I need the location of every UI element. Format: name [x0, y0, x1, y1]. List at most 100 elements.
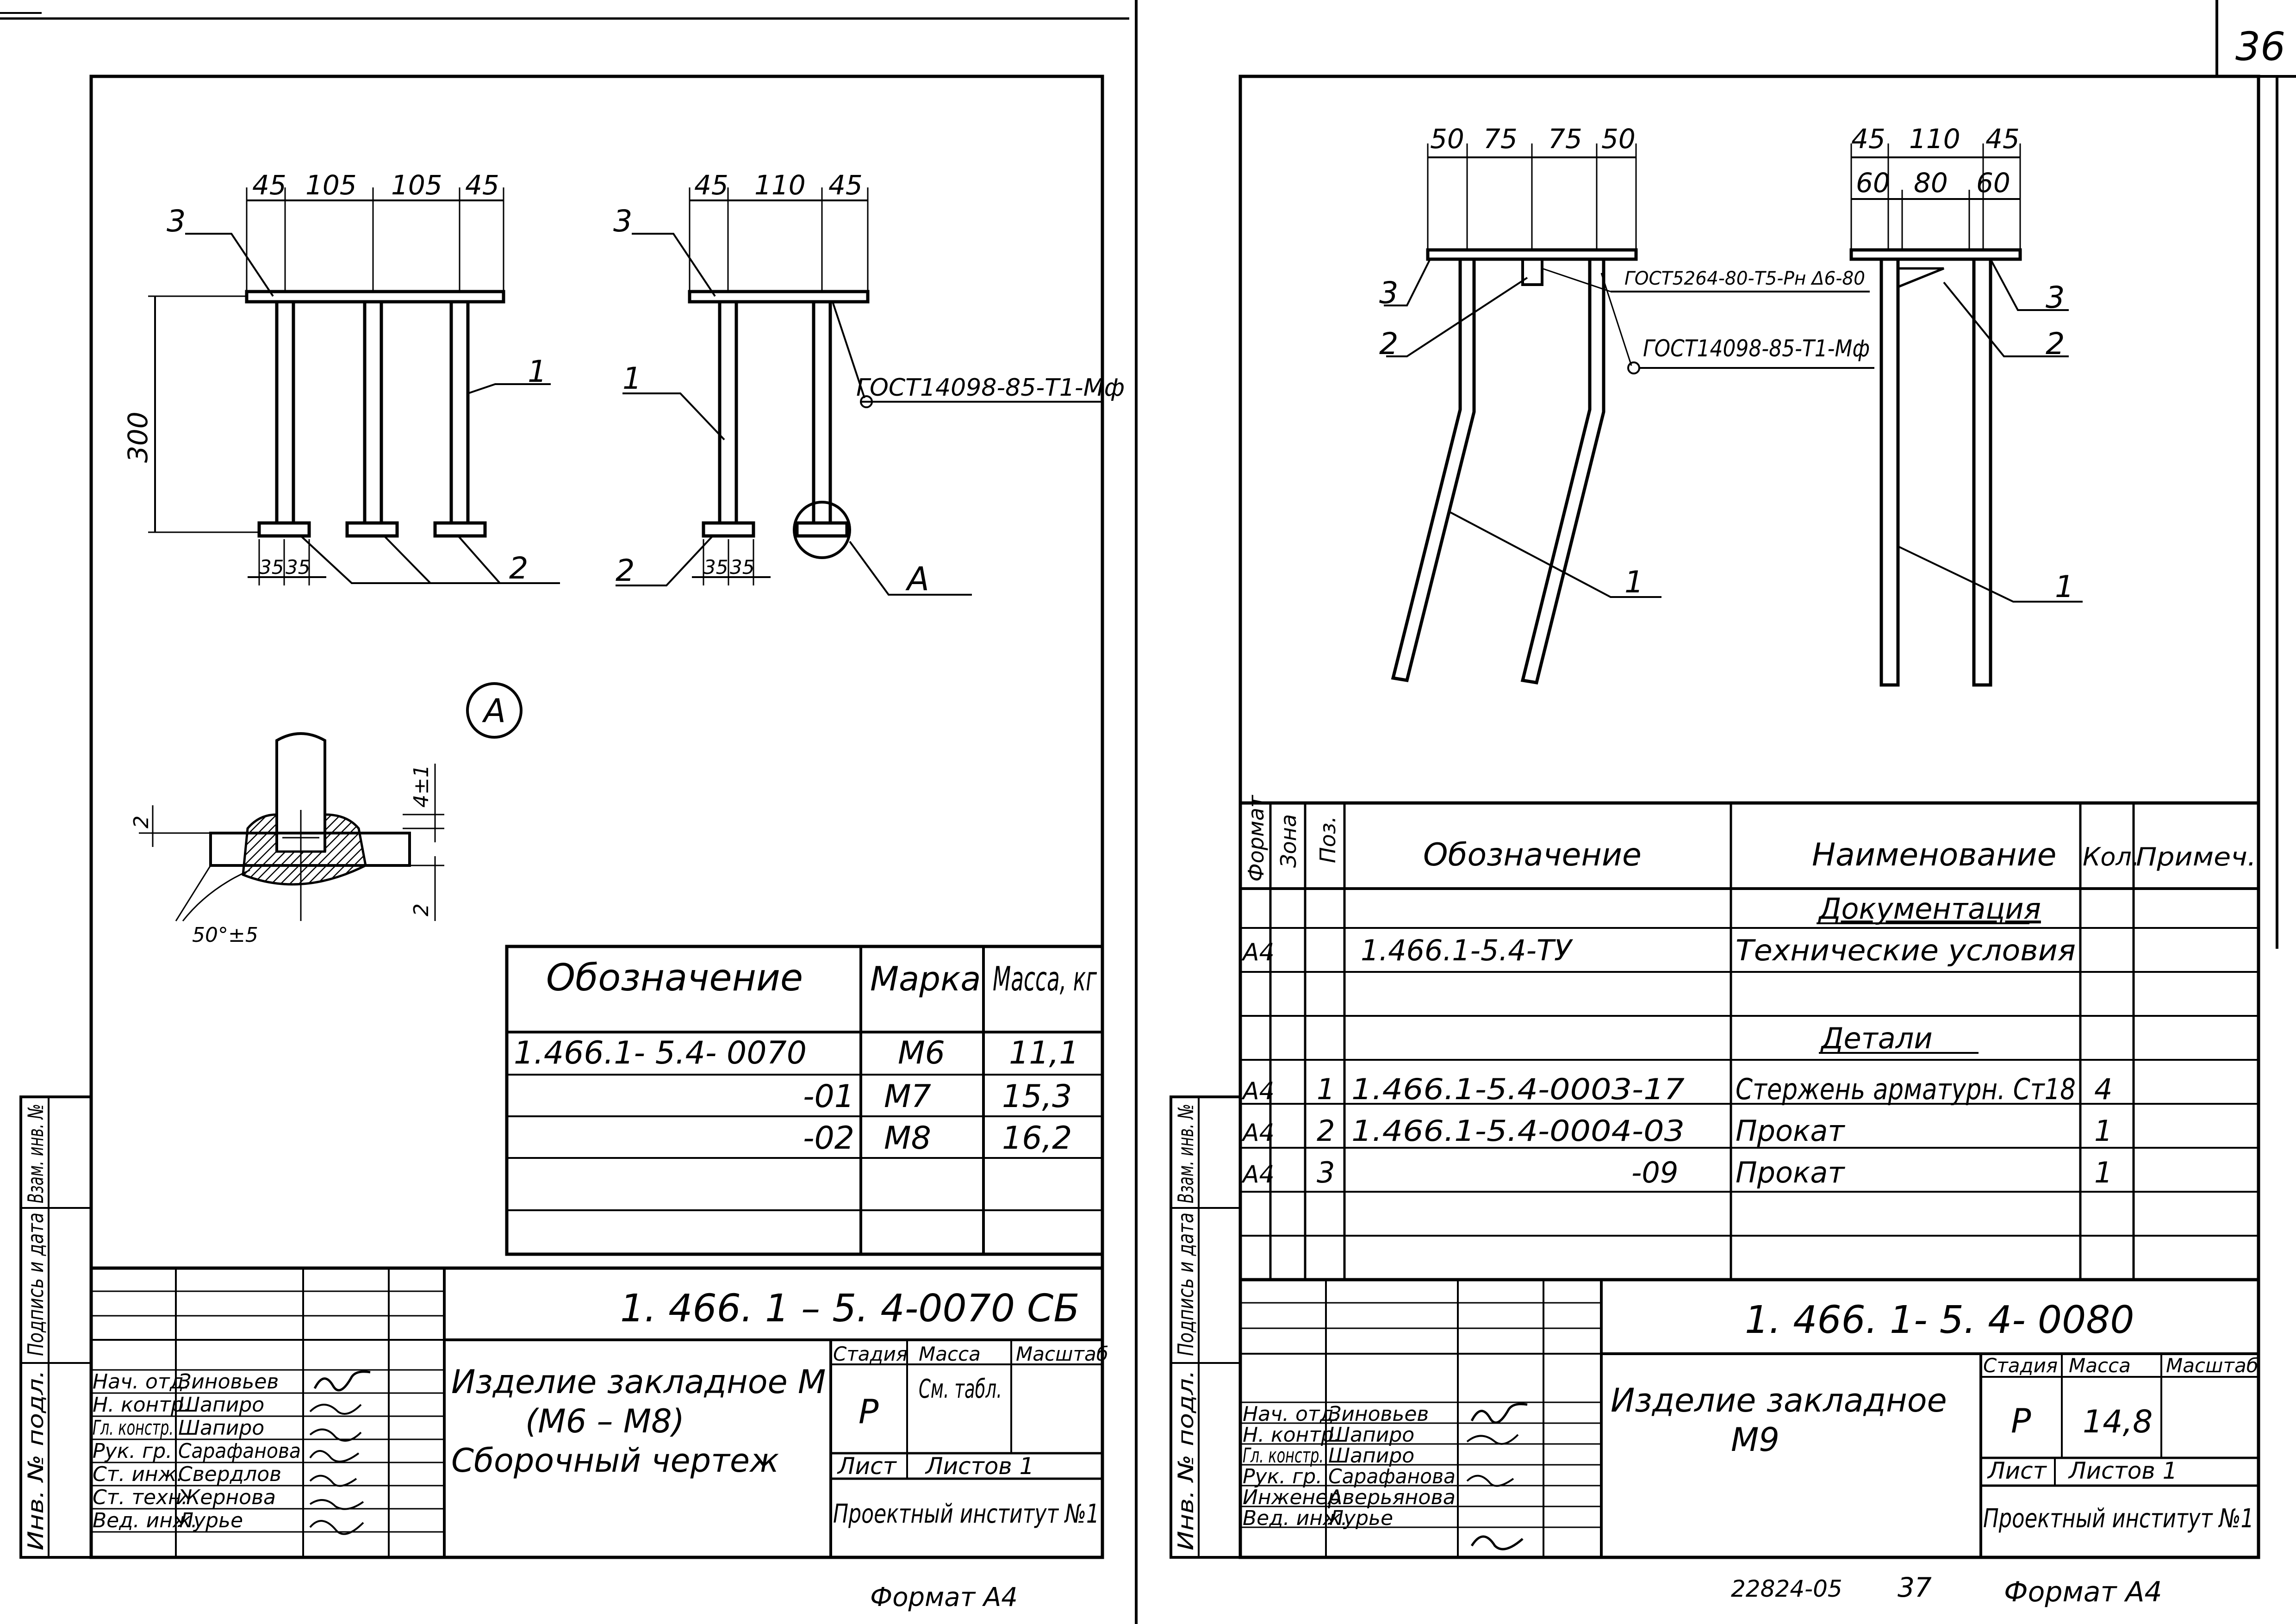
pos-label-2-side: 2 — [616, 554, 635, 588]
dim-side-2: 110 — [754, 169, 806, 201]
spec-cell: А4 — [1241, 1119, 1275, 1147]
staff-name: Лурье — [177, 1509, 243, 1532]
dim-plate-front-1: 35 — [259, 556, 284, 579]
dim-r-front-1: 50 — [1430, 123, 1464, 155]
footer-doc-no: 22824-05 — [1731, 1575, 1842, 1602]
left-format: Формат А4 — [870, 1582, 1018, 1612]
right-side-margin: Инв. № подл. Подпись и дата Взам. инв. № — [1170, 1095, 1242, 1559]
right-stage-label: Стадия — [1983, 1354, 2058, 1377]
detail-dim-top: 4±1 — [410, 765, 433, 808]
marks-cell: 16,2 — [1002, 1120, 1072, 1157]
pos-label-2-front: 2 — [509, 551, 528, 586]
staff-name: Шапиро — [178, 1416, 264, 1440]
dim-side-1: 45 — [694, 169, 728, 201]
right-scale-label: Масштаб — [2166, 1354, 2259, 1377]
marks-table: Обозначение Марка Масса, кг 1.466.1- 5.4… — [505, 945, 1104, 1256]
detail-a: А 4±1 2 2 50°±5 — [130, 682, 523, 947]
pos-r-3: 3 — [1379, 276, 1398, 311]
dim-r-side-top-3: 45 — [1985, 123, 2020, 155]
spec-h-name: Наименование — [1812, 837, 2056, 873]
bent-rod — [1391, 259, 1476, 682]
weld2-label: ГОСТ14098-85-Т1-Мф — [1643, 335, 1870, 362]
weld-label-left: ГОСТ14098-85-Т1-Мф — [856, 374, 1125, 402]
right-mass: 14,8 — [2083, 1404, 2153, 1440]
margin-sign-date: Подпись и дата — [1173, 1213, 1198, 1356]
dim-front-3: 105 — [391, 169, 442, 201]
right-inner-frame — [1238, 75, 2260, 1559]
pos-label-3-front: 3 — [167, 204, 186, 239]
right-sheet-label: Лист — [1987, 1457, 2047, 1484]
spec-cell: А4 — [1241, 1161, 1275, 1188]
left-mass: См. табл. — [919, 1374, 1002, 1404]
detail-plate — [209, 832, 411, 867]
left-institute: Проектный институт №1 — [833, 1499, 1099, 1529]
dim-side-3: 45 — [828, 169, 863, 201]
staff-role: Гл. констр. — [1243, 1444, 1324, 1468]
marks-cell: -01 — [803, 1078, 854, 1115]
spec-cell: 4 — [2094, 1072, 2112, 1106]
spec-cell: 1.466.1-5.4-0003-17 — [1351, 1072, 1685, 1106]
right-institute: Проектный институт №1 — [1983, 1504, 2254, 1534]
pos-r-side-3: 3 — [2046, 280, 2065, 315]
spec-cell: 2 — [1317, 1114, 1335, 1148]
staff-role: Рук. гр. — [1243, 1465, 1322, 1488]
front-rod — [363, 300, 383, 525]
left-stage-label: Стадия — [833, 1343, 908, 1365]
spec-cell: Прокат — [1736, 1156, 1845, 1189]
front-foot-plate — [433, 521, 487, 538]
spec-cell: 1.466.1-5.4-0004-03 — [1351, 1114, 1685, 1148]
right-side-view: 45 110 45 60 80 60 3 2 1 — [1849, 123, 2083, 687]
dim-r-front-2: 75 — [1483, 123, 1518, 155]
front-foot-plate — [345, 521, 399, 538]
footer-page: 37 — [1898, 1572, 1932, 1603]
right-title-line-1: Изделие закладное — [1611, 1381, 1947, 1419]
weld1-label: ГОСТ5264-80-Т5-Рн Δ6-80 — [1624, 268, 1865, 289]
spec-cell: А4 — [1241, 939, 1275, 966]
staff-name: Шапиро — [1328, 1423, 1414, 1447]
marks-header-mark: Марка — [870, 959, 981, 998]
detail-a-callout — [793, 501, 851, 559]
dim-front-4: 45 — [465, 169, 499, 201]
left-sheets-label: Листов 1 — [925, 1453, 1034, 1480]
side-rod — [1879, 257, 1900, 687]
dim-plate-front-2: 35 — [286, 556, 310, 579]
right-format: Формат А4 — [2004, 1576, 2162, 1608]
left-sheet: 45 105 105 45 300 35 35 3 1 2 — [19, 75, 1125, 1612]
dim-front-2: 105 — [305, 169, 357, 201]
dim-height: 300 — [122, 411, 154, 463]
center-plate — [1521, 258, 1543, 286]
staff-name: Свердлов — [178, 1462, 281, 1486]
pos-r-side-2: 2 — [2046, 327, 2065, 361]
marks-cell: М8 — [884, 1120, 931, 1157]
dim-front-1: 45 — [252, 169, 286, 201]
spec-cell: 1 — [2094, 1156, 2112, 1189]
left-doc-code: 1. 466. 1 – 5. 4-0070 СБ — [620, 1287, 1080, 1331]
marks-cell: -02 — [803, 1120, 854, 1157]
margin-repl-inv: Взам. инв. № — [1173, 1104, 1198, 1203]
staff-name: Зиновьев — [1328, 1402, 1429, 1426]
staff-role: Вед. инж. — [93, 1509, 198, 1532]
dim-r-front-4: 50 — [1601, 123, 1636, 155]
detail-a-letter: А — [482, 692, 506, 730]
dim-plate-side-2: 35 — [730, 556, 754, 579]
marks-cell: М6 — [898, 1035, 945, 1071]
staff-role: Н. контр. — [1243, 1423, 1340, 1447]
left-sheet-label: Лист — [837, 1453, 897, 1480]
right-mass-label: Масса — [2069, 1354, 2131, 1377]
spec-h-qty: Кол. — [2083, 842, 2140, 871]
dim-r-front-3: 75 — [1548, 123, 1582, 155]
dim-r-side-bot-1: 60 — [1856, 167, 1890, 199]
dim-r-side-bot-3: 60 — [1976, 167, 2010, 199]
marks-header-designation: Обозначение — [546, 956, 803, 999]
spec-cell: А4 — [1241, 1077, 1275, 1105]
marks-cell: 1.466.1- 5.4- 0070 — [514, 1035, 807, 1071]
side-foot-plate — [702, 521, 755, 538]
right-sheet: 50 75 75 50 3 2 1 ГОСТ5264-80-Т5-Рн Δ6-8… — [1170, 75, 2260, 1608]
pos-r-1: 1 — [1624, 565, 1643, 600]
staff-role: Нач. отд. — [93, 1370, 190, 1394]
staff-name: Сарафанова — [1328, 1465, 1456, 1488]
margin-inv-no: Инв. № подл. — [23, 1370, 48, 1550]
detail-dim-right: 2 — [410, 903, 433, 916]
staff-role: Ст. инж. — [93, 1462, 183, 1486]
staff-role: Инженер — [1243, 1486, 1341, 1509]
